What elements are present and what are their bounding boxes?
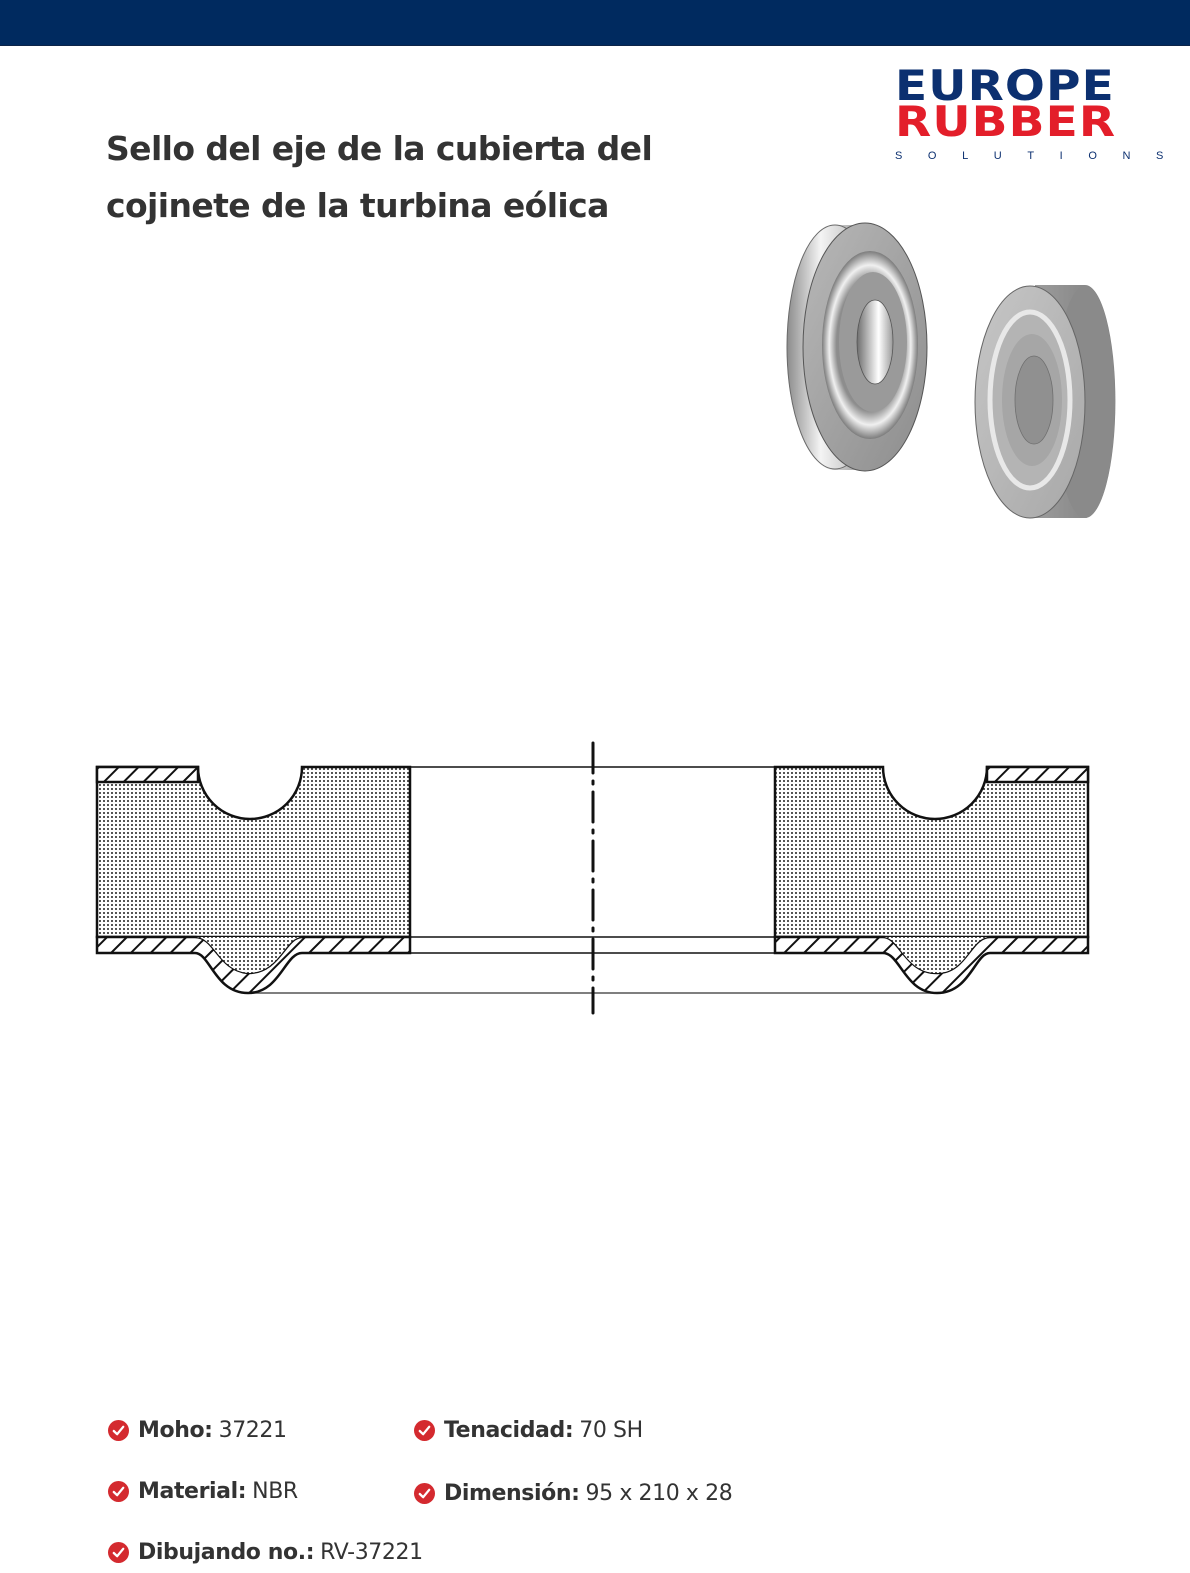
page-title: Sello del eje de la cubierta del cojinet… xyxy=(106,129,653,225)
spec-item-mold: Moho: 37221 xyxy=(108,1418,287,1443)
bearing-seal-3d-render xyxy=(786,222,1116,519)
top-header-bar xyxy=(0,0,1190,46)
check-circle-icon xyxy=(414,1420,435,1441)
cross-section-left xyxy=(95,765,412,995)
spec-value: 70 SH xyxy=(579,1418,643,1443)
check-circle-icon xyxy=(108,1542,129,1563)
check-circle-icon xyxy=(108,1420,129,1441)
ring-render-right xyxy=(974,285,1116,519)
logo-line-rubber: RUBBER xyxy=(895,97,1117,146)
spec-item-drawing-number: Dibujando no.: RV-37221 xyxy=(108,1540,423,1565)
bearing-seal-cross-section-drawing xyxy=(95,741,1090,1015)
ring-render-left xyxy=(786,222,928,472)
cross-section-right xyxy=(773,765,1090,995)
spec-label: Material: xyxy=(138,1479,247,1504)
check-circle-icon xyxy=(414,1483,435,1504)
spec-label: Dibujando no.: xyxy=(138,1540,315,1565)
spec-item-material: Material: NBR xyxy=(108,1479,298,1504)
spec-item-dimension: Dimensión: 95 x 210 x 28 xyxy=(414,1481,733,1506)
logo-line-europe: EUROPE xyxy=(895,61,1115,110)
spec-value: NBR xyxy=(252,1479,298,1504)
spec-item-hardness: Tenacidad: 70 SH xyxy=(414,1418,643,1443)
spec-value: 37221 xyxy=(218,1418,287,1443)
europe-rubber-logo[interactable]: EUROPE RUBBER SOLUTIONS xyxy=(895,65,1189,183)
spec-list: Moho: 37221 Tenacidad: 70 SH Material: N… xyxy=(108,1413,808,1573)
spec-label: Moho: xyxy=(138,1418,213,1443)
spec-label: Tenacidad: xyxy=(444,1418,574,1443)
check-circle-icon xyxy=(108,1481,129,1502)
spec-value: 95 x 210 x 28 xyxy=(585,1481,733,1506)
spec-value: RV-37221 xyxy=(320,1540,423,1565)
spec-label: Dimensión: xyxy=(444,1481,580,1506)
logo-line-solutions: SOLUTIONS xyxy=(895,150,1189,162)
